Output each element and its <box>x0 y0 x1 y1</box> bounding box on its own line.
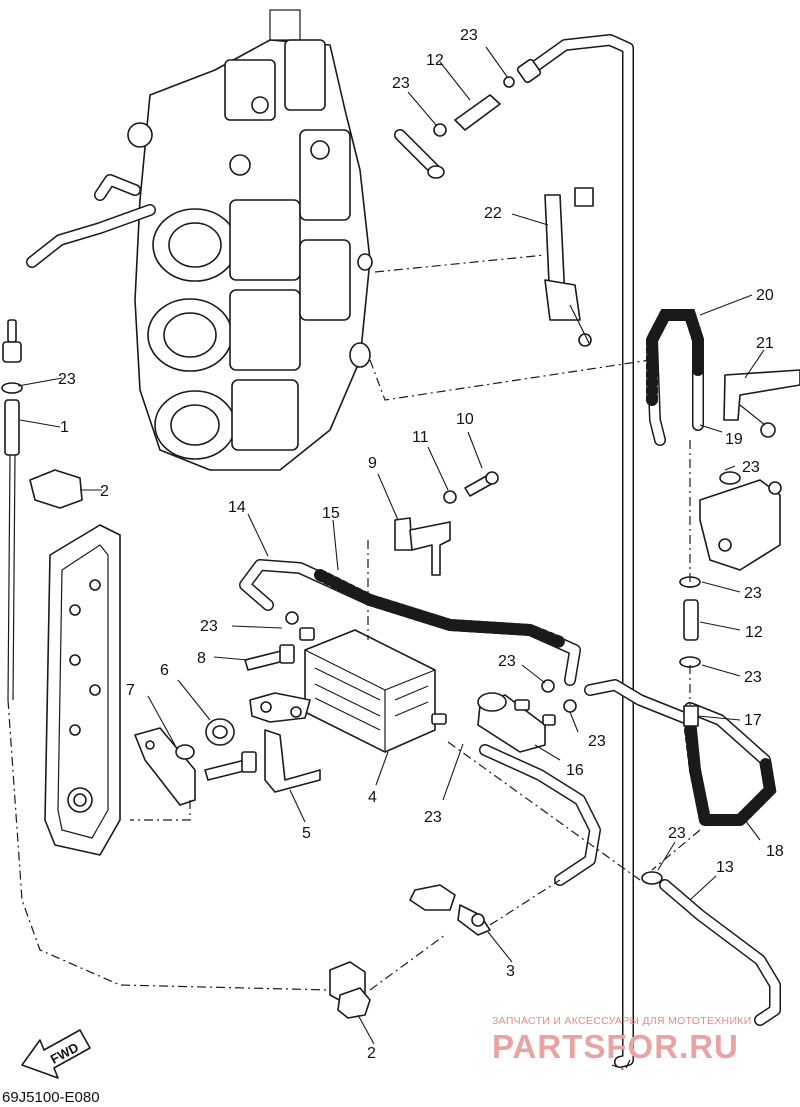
hose-loop-20 <box>646 309 800 446</box>
callout-19: 19 <box>725 431 743 448</box>
callout-22: 22 <box>484 205 502 222</box>
callout-18: 18 <box>766 843 784 860</box>
callout-2: 2 <box>100 483 109 500</box>
leader-lines <box>17 46 765 1045</box>
callout-6: 6 <box>160 662 169 679</box>
callouts: 1 2 2 3 4 5 6 7 8 9 10 11 12 12 13 14 15… <box>58 27 784 1062</box>
callout-23: 23 <box>460 27 478 44</box>
callout-23: 23 <box>744 585 762 602</box>
cover-gasket <box>44 524 121 856</box>
callout-3: 3 <box>506 963 515 980</box>
bracket-22 <box>544 187 594 347</box>
callout-17: 17 <box>744 712 762 729</box>
bracket-9 <box>394 471 499 576</box>
callout-23: 23 <box>58 371 76 388</box>
right-fitting <box>679 471 782 668</box>
watermark-tagline: ЗАПЧАСТИ И АКСЕССУАРЫ ДЛЯ МОТОТЕХНИКИ <box>492 1015 752 1027</box>
callout-5: 5 <box>302 825 311 842</box>
lower-hose <box>479 744 601 886</box>
diagram-code: 69J5100-E080 <box>2 1089 100 1106</box>
callout-2: 2 <box>367 1045 376 1062</box>
hose-14-15 <box>239 559 581 686</box>
callout-4: 4 <box>368 789 377 806</box>
filter-16 <box>477 679 577 753</box>
callout-23: 23 <box>200 618 218 635</box>
fwd-arrow: FWD <box>21 1029 91 1079</box>
callout-23: 23 <box>498 653 516 670</box>
callout-20: 20 <box>756 287 774 304</box>
callout-23: 23 <box>744 669 762 686</box>
callout-23: 23 <box>392 75 410 92</box>
callout-23: 23 <box>742 459 760 476</box>
callout-9: 9 <box>368 455 377 472</box>
plate-7 <box>134 644 295 806</box>
canister-4 <box>249 627 447 793</box>
callout-12: 12 <box>745 624 763 641</box>
callout-13: 13 <box>716 859 734 876</box>
callout-1: 1 <box>60 419 69 436</box>
hose-17-18 <box>584 679 777 826</box>
callout-16: 16 <box>566 762 584 779</box>
callout-10: 10 <box>456 411 474 428</box>
callout-11: 11 <box>412 429 429 446</box>
callout-8: 8 <box>197 650 206 667</box>
callout-23: 23 <box>424 809 442 826</box>
callout-23: 23 <box>668 825 686 842</box>
dipstick-1 <box>1 319 23 701</box>
callout-21: 21 <box>756 335 774 352</box>
callout-14: 14 <box>228 499 246 516</box>
clamp-3 <box>409 884 491 936</box>
callout-15: 15 <box>322 505 340 522</box>
callout-12: 12 <box>426 52 444 69</box>
callout-7: 7 <box>126 682 135 699</box>
upper-hose-assembly <box>394 34 634 1068</box>
routing-lines <box>7 254 701 1071</box>
engine-block <box>26 9 373 471</box>
watermark: ЗАПЧАСТИ И АКСЕССУАРЫ ДЛЯ МОТОТЕХНИКИ PA… <box>492 1015 752 1065</box>
clamp-2 <box>29 469 371 1019</box>
hose-13 <box>641 871 781 1026</box>
callout-23: 23 <box>588 733 606 750</box>
watermark-brand: PARTSFOR.RU <box>492 1028 739 1065</box>
